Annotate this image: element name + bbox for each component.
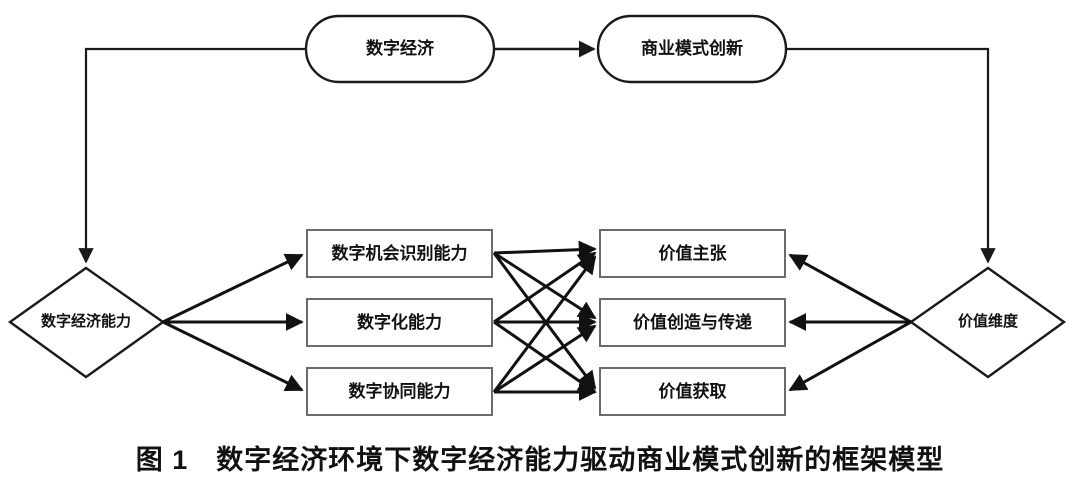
edge-opportunity-to-value-proposition (493, 240, 597, 259)
node-value-capture[interactable] (599, 367, 786, 416)
edge-opportunity-to-value-creation (493, 251, 597, 320)
node-digital-economy-capability[interactable] (7, 266, 166, 379)
node-digital-economy[interactable] (304, 14, 496, 84)
node-digital-opportunity-recognition[interactable] (306, 229, 493, 278)
node-value-proposition[interactable] (599, 229, 786, 278)
edge-collaboration-to-value-proposition (492, 255, 597, 393)
edge-digital-economy-to-capability-diamond (78, 47, 306, 264)
node-business-model-innovation[interactable] (596, 14, 788, 84)
node-digital-collaboration-capability[interactable] (306, 367, 493, 416)
edge-digitalization-to-value-capture (493, 320, 597, 394)
edge-capability-diamond-to-opportunity-recognition (162, 253, 304, 324)
figure-caption: 图 1 数字经济环境下数字经济能力驱动商业模式创新的框架模型 (135, 445, 945, 475)
edge-capability-diamond-to-collaboration (162, 320, 304, 392)
node-value-creation-delivery[interactable] (599, 298, 786, 347)
edge-value-diamond-to-value-proposition (788, 253, 912, 324)
edge-collaboration-to-value-creation (493, 324, 597, 394)
edge-business-model-innovation-to-value-diamond (786, 47, 996, 264)
node-digitalization-capability[interactable] (306, 298, 493, 347)
node-value-dimension[interactable] (908, 266, 1067, 379)
edge-value-diamond-to-value-capture (788, 320, 912, 392)
